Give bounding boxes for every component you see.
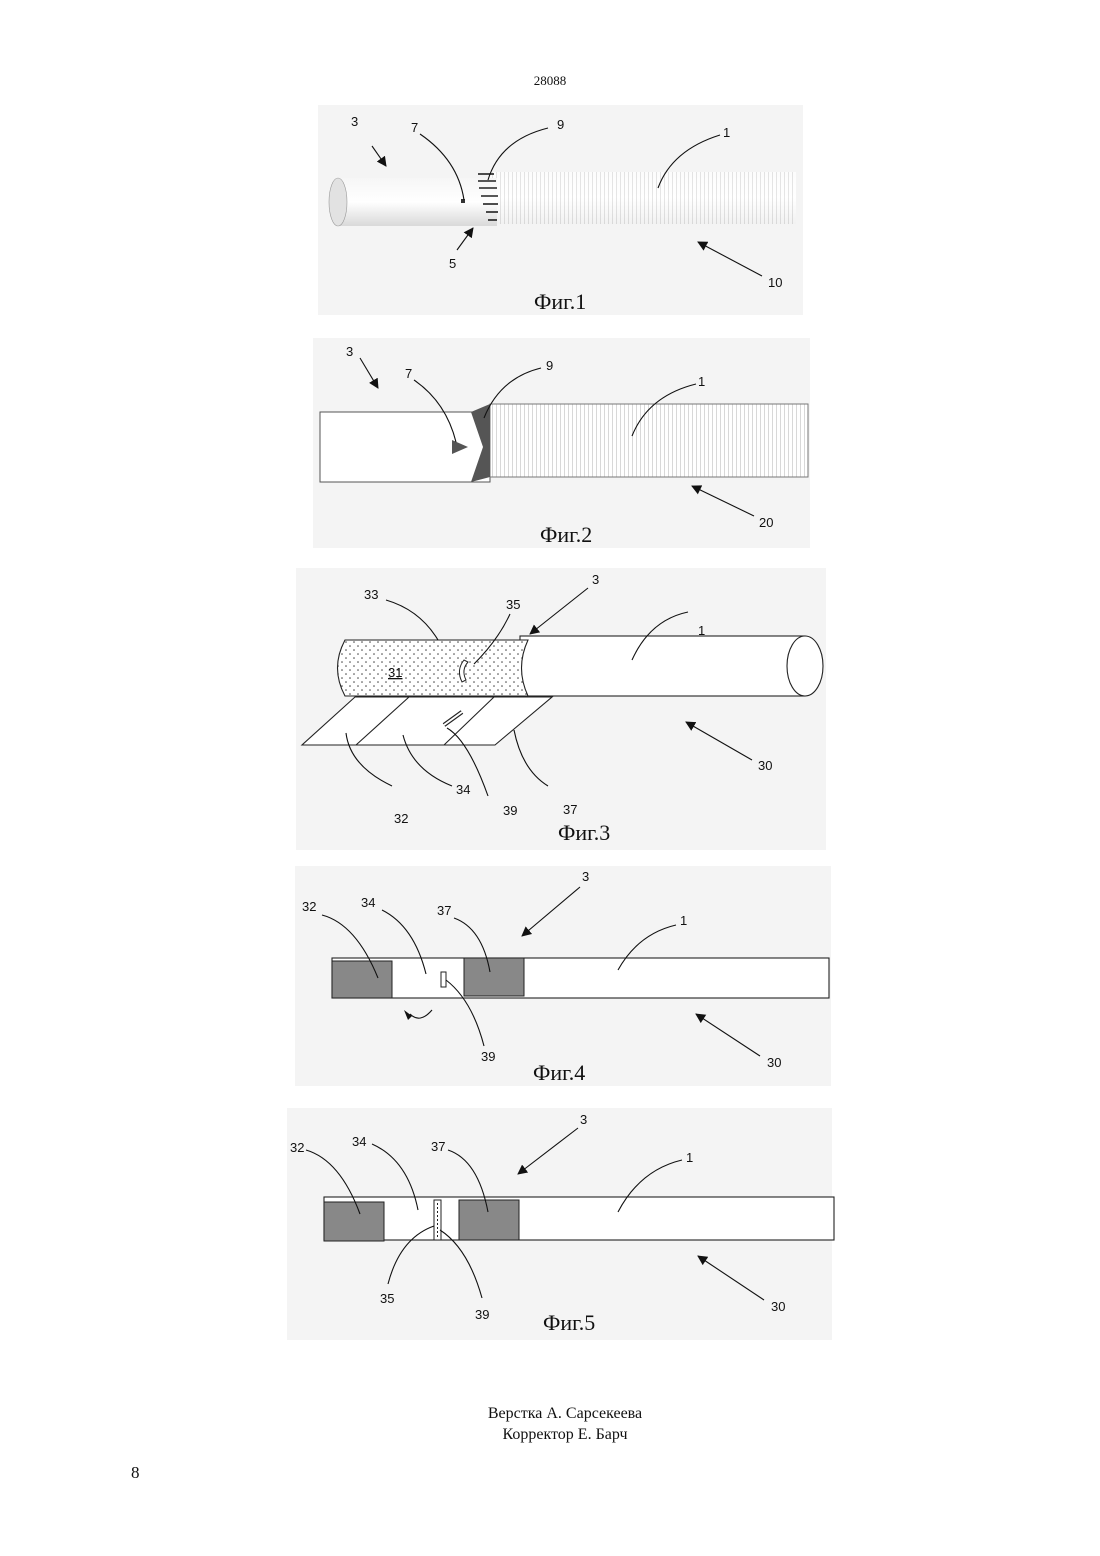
fig3-label-3: 3 [592, 572, 599, 587]
fig5-label-32: 32 [290, 1140, 304, 1155]
fig2-label-1: 1 [698, 374, 705, 389]
fig3-label-30: 30 [758, 758, 772, 773]
fig1-caption: Фиг.1 [534, 289, 586, 314]
fig1-label-7: 7 [411, 120, 418, 135]
fig5-label-1: 1 [686, 1150, 693, 1165]
fig5-label-34: 34 [352, 1134, 366, 1149]
fig1-label-1: 1 [723, 125, 730, 140]
fig3-label-31: 31 [388, 665, 402, 680]
fig3-label-35: 35 [506, 597, 520, 612]
fig4-label-34: 34 [361, 895, 375, 910]
fig5-strip-drawing [324, 1197, 834, 1241]
fig4-label-30: 30 [767, 1055, 781, 1070]
fig4-label-1: 1 [680, 913, 687, 928]
fig2-label-3: 3 [346, 344, 353, 359]
fig4-label-32: 32 [302, 899, 316, 914]
figure-3: 33 35 3 1 31 32 34 39 37 30 Фиг.3 [296, 568, 826, 850]
fig2-label-7: 7 [405, 366, 412, 381]
proofreader-credit: Корректор Е. Барч [0, 1424, 1100, 1445]
fig1-label-5: 5 [449, 256, 456, 271]
fig2-cigarette-drawing [320, 404, 808, 482]
fig2-caption: Фиг.2 [540, 522, 592, 547]
fig5-label-30: 30 [771, 1299, 785, 1314]
fig1-label-9: 9 [557, 117, 564, 132]
fig5-label-35: 35 [380, 1291, 394, 1306]
fig5-label-37: 37 [431, 1139, 445, 1154]
fig3-label-37: 37 [563, 802, 577, 817]
fig5-caption: Фиг.5 [543, 1310, 595, 1335]
fig3-label-1: 1 [698, 623, 705, 638]
fig3-label-34: 34 [456, 782, 470, 797]
fig3-label-32: 32 [394, 811, 408, 826]
figure-4: 32 34 37 3 1 39 30 Фиг.4 [295, 866, 831, 1086]
fig4-label-37: 37 [437, 903, 451, 918]
fig1-cigarette-drawing [329, 172, 796, 226]
fig3-label-33: 33 [364, 587, 378, 602]
fig3-label-39: 39 [503, 803, 517, 818]
layout-credit: Верстка А. Сарсекеева [0, 1403, 1100, 1424]
page-number: 8 [131, 1463, 140, 1483]
fig1-label-3: 3 [351, 114, 358, 129]
fig2-label-20: 20 [759, 515, 773, 530]
credits-block: Верстка А. Сарсекеева Корректор Е. Барч [0, 1403, 1100, 1445]
fig3-caption: Фиг.3 [558, 820, 610, 845]
fig2-label-9: 9 [546, 358, 553, 373]
figure-1: 3 7 9 1 5 10 Фиг.1 [318, 105, 803, 315]
figure-2: 3 7 9 1 20 Фиг.2 [313, 338, 810, 548]
fig1-label-10: 10 [768, 275, 782, 290]
fig4-label-39: 39 [481, 1049, 495, 1064]
fig5-label-3: 3 [580, 1112, 587, 1127]
fig4-label-3: 3 [582, 869, 589, 884]
figure-5: 32 34 37 3 1 35 39 30 Фиг.5 [287, 1108, 834, 1340]
fig4-caption: Фиг.4 [533, 1060, 585, 1085]
fig5-label-39: 39 [475, 1307, 489, 1322]
